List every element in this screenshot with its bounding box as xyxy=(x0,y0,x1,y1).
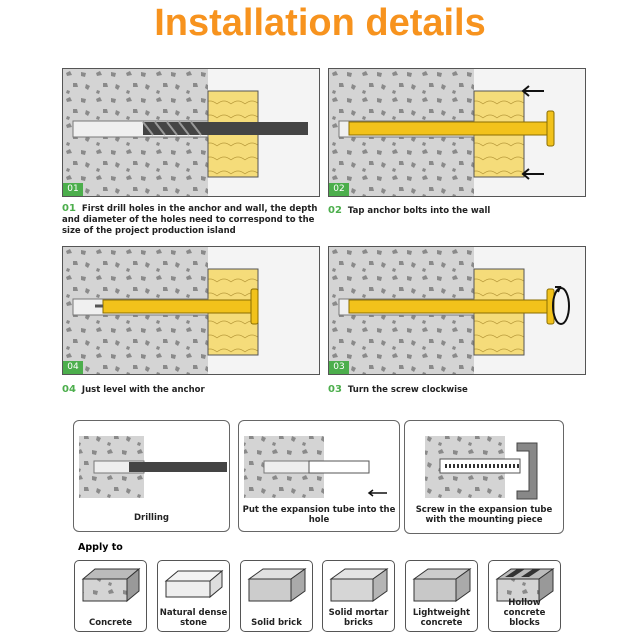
step-number-badge: 04 xyxy=(63,361,83,374)
step-number-badge: 03 xyxy=(329,361,349,374)
mini-step-label: Drilling xyxy=(133,513,170,523)
mini-step-label: Put the expansion tube into the hole xyxy=(242,505,396,525)
material-hollow-concrete-blocks: Hollow concrete blocks xyxy=(488,560,561,632)
insert-tube-step: Put the expansion tube into the hole xyxy=(238,420,400,532)
step-number-badge: 01 xyxy=(63,183,83,196)
material-solid-mortar-bricks: Solid mortar bricks xyxy=(322,560,395,632)
step-02-illustration: 02 xyxy=(328,68,586,197)
step-number-badge: 02 xyxy=(329,183,349,196)
screw-in-step: Screw in the expansion tube with the mou… xyxy=(404,420,564,534)
material-lightweight-concrete: Lightweight concrete xyxy=(405,560,478,632)
step-01-illustration: 01 xyxy=(62,68,320,197)
page-title: Installation details xyxy=(154,2,486,44)
step-04-illustration: 04 xyxy=(62,246,320,375)
drilling-step: Drilling xyxy=(73,420,230,532)
material-concrete: Concrete xyxy=(74,560,147,632)
step-03-illustration: 03 xyxy=(328,246,586,375)
mini-step-label: Screw in the expansion tube with the mou… xyxy=(415,505,553,525)
apply-to-label: Apply to xyxy=(78,542,123,553)
material-solid-brick: Solid brick xyxy=(240,560,313,632)
material-natural-dense-stone: Natural dense stone xyxy=(157,560,230,632)
